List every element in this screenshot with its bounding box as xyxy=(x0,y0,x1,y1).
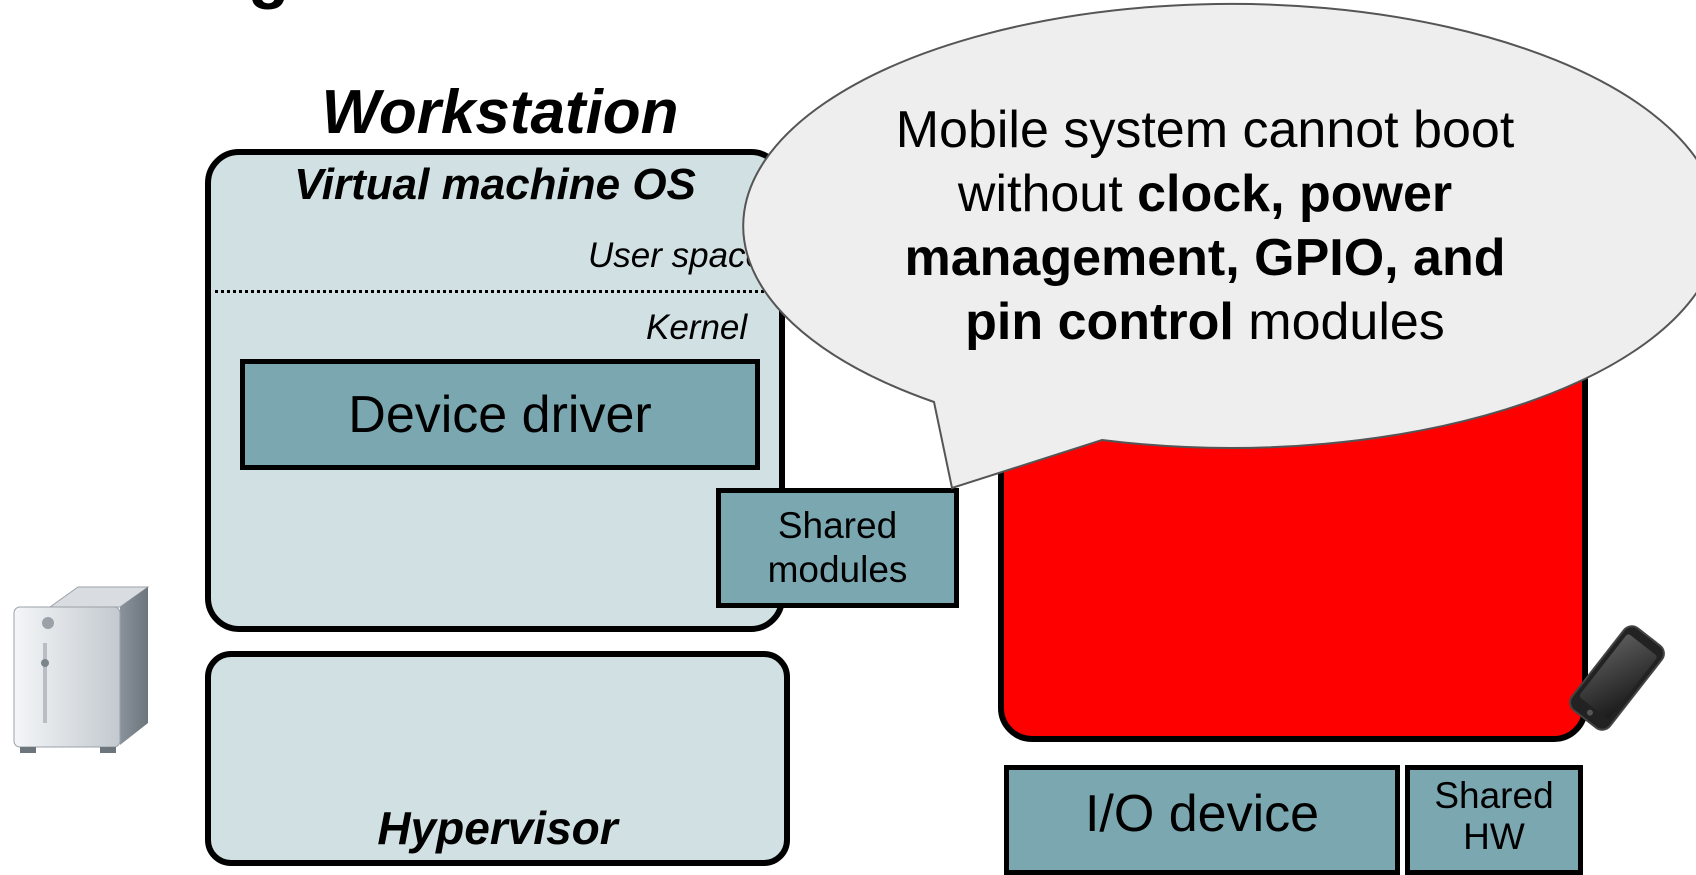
user-space-label: User space xyxy=(588,236,766,275)
shared-hw-line2: HW xyxy=(1463,815,1525,857)
shared-modules-line2: modules xyxy=(767,549,908,590)
callout-bold-clock-power: clock, power xyxy=(1137,165,1453,223)
callout-text: Mobile system cannot boot without clock,… xyxy=(860,98,1550,354)
device-driver-box: Device driver xyxy=(240,359,760,470)
device-driver-label: Device driver xyxy=(348,385,652,444)
callout-bold-pin-control: pin control xyxy=(965,293,1234,351)
speech-bubble-shape xyxy=(742,2,1696,490)
speech-bubble xyxy=(742,2,1696,490)
user-kernel-divider xyxy=(208,290,782,293)
callout-bold-management-gpio: management, GPIO, and xyxy=(904,229,1506,287)
server-tower-icon xyxy=(13,586,150,753)
callout-line-4: pin control modules xyxy=(965,293,1445,351)
slide-title-partial: g xyxy=(248,0,290,6)
callout-line-3: management, GPIO, and xyxy=(860,226,1550,290)
callout-line-1: Mobile system cannot boot xyxy=(895,101,1515,159)
shared-modules-line1: Shared xyxy=(777,505,898,547)
smartphone-icon xyxy=(1569,625,1665,731)
workstation-title: Workstation xyxy=(321,78,679,147)
shared-modules-box: Shared modules xyxy=(716,488,959,608)
virtual-machine-os-label: Virtual machine OS xyxy=(294,160,696,209)
io-device-label: I/O device xyxy=(1084,785,1320,843)
callout-line-2: without clock, power xyxy=(957,165,1453,223)
hypervisor-box xyxy=(205,651,790,866)
shared-hw-line1: Shared xyxy=(1434,775,1554,816)
hypervisor-label: Hypervisor xyxy=(377,802,618,854)
kernel-label: Kernel xyxy=(646,308,748,347)
